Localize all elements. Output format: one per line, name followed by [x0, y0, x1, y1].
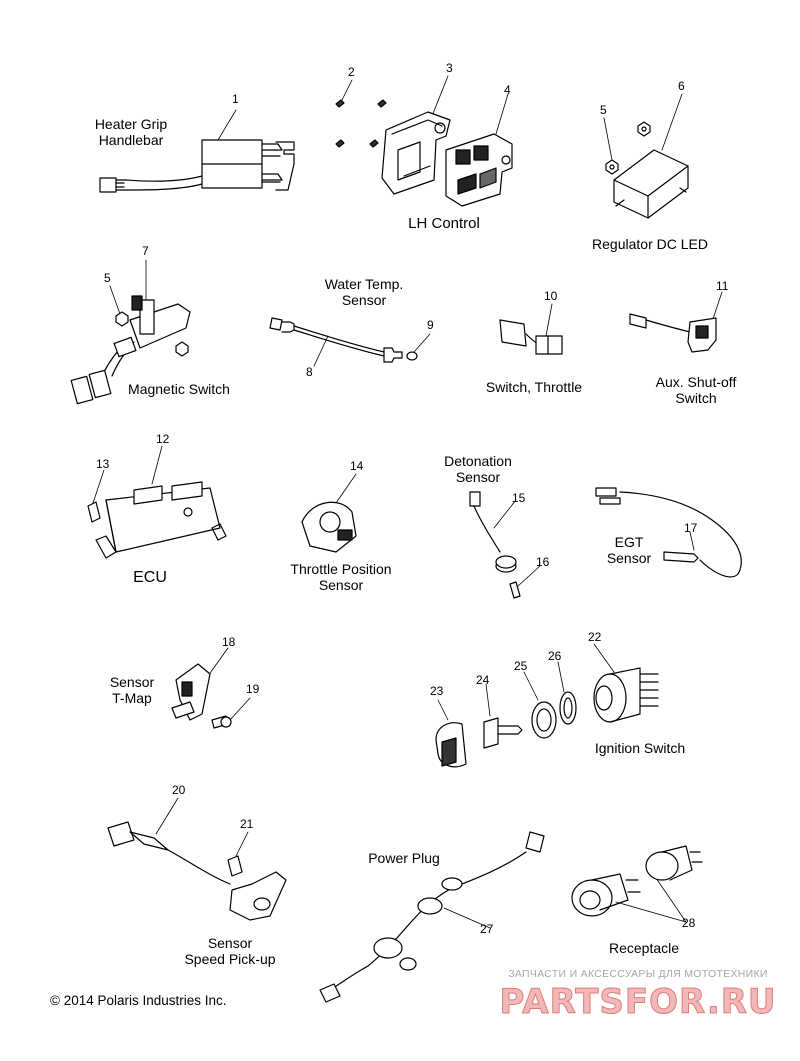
- label-aux-shutoff: Aux. Shut-off Switch: [655, 374, 737, 406]
- power-plug-harness: [319, 831, 545, 1003]
- receptacle-assembly: [571, 845, 703, 923]
- label-receptacle: Receptacle: [608, 940, 680, 956]
- ref-number: 11: [716, 279, 729, 293]
- ref-number: 12: [156, 432, 170, 446]
- label-tmap: Sensor T-Map: [109, 674, 155, 706]
- label-tps: Throttle Position Sensor: [290, 561, 392, 593]
- ref-number: 5: [600, 103, 607, 117]
- ref-number: 19: [246, 682, 260, 696]
- ref-number: 26: [548, 649, 562, 663]
- ref-number: 3: [446, 61, 453, 75]
- ref-number: 18: [222, 635, 236, 649]
- ref-number: 27: [480, 922, 494, 936]
- label-speed-pickup: Sensor Speed Pick-up: [184, 935, 276, 967]
- egt-sensor: [595, 487, 742, 578]
- label-water-temp: Water Temp. Sensor: [324, 276, 404, 308]
- ref-number: 4: [504, 83, 511, 97]
- water-temp-sensor: [269, 317, 431, 367]
- ref-number: 20: [172, 783, 186, 797]
- magnetic-switch-assembly: [70, 259, 191, 405]
- ref-number: 5: [104, 271, 111, 285]
- throttle-position-sensor: [301, 473, 357, 553]
- ref-number: 23: [430, 684, 444, 698]
- lh-control-assembly: [335, 75, 513, 207]
- tmap-sensor: [171, 647, 251, 729]
- ref-number: 1: [232, 92, 239, 106]
- ref-number: 22: [588, 630, 602, 644]
- ref-number: 17: [684, 521, 698, 535]
- label-ignition: Ignition Switch: [594, 740, 686, 756]
- heater-grip-harness: [99, 109, 295, 193]
- label-egt: EGT Sensor: [606, 534, 652, 566]
- ref-number: 16: [536, 555, 550, 569]
- label-regulator: Regulator DC LED: [592, 236, 708, 252]
- ref-number: 14: [350, 459, 364, 473]
- label-magnetic-switch: Magnetic Switch: [128, 381, 230, 397]
- label-detonation: Detonation Sensor: [444, 453, 512, 485]
- ref-number: 7: [142, 244, 149, 258]
- label-throttle-switch: Switch, Throttle: [485, 379, 583, 395]
- ecu-module: [87, 445, 227, 559]
- ref-number: 21: [240, 817, 254, 831]
- throttle-switch: [499, 303, 563, 355]
- ref-number: 15: [512, 491, 526, 505]
- detonation-sensor: [469, 491, 541, 599]
- ref-number: 13: [96, 457, 110, 471]
- regulator-dc-led: [603, 93, 689, 219]
- aux-shutoff-switch: [629, 291, 723, 353]
- ref-number: 9: [427, 318, 434, 332]
- ref-number: 28: [682, 916, 696, 930]
- label-ecu: ECU: [133, 569, 167, 586]
- ref-number: 8: [306, 365, 313, 379]
- ref-number: 24: [476, 673, 490, 687]
- ref-number: 6: [678, 79, 685, 93]
- ref-number: 25: [514, 659, 528, 673]
- ignition-switch-assembly: [435, 643, 659, 768]
- watermark-logo: PARTSFOR.RU: [499, 982, 777, 1023]
- ref-number: 2: [348, 65, 355, 79]
- ref-number: 10: [544, 289, 558, 303]
- watermark-tagline: ЗАПЧАСТИ И АКСЕССУАРЫ ДЛЯ МОТОТЕХНИКИ: [508, 968, 768, 980]
- label-power-plug: Power Plug: [368, 850, 440, 866]
- speed-pickup-sensor: [107, 797, 287, 921]
- label-lh-control: LH Control: [408, 215, 480, 232]
- label-heater-grip: Heater Grip Handlebar: [94, 116, 168, 148]
- copyright-notice: © 2014 Polaris Industries Inc.: [50, 993, 227, 1008]
- watermark: ЗАПЧАСТИ И АКСЕССУАРЫ ДЛЯ МОТОТЕХНИКИ PA…: [488, 968, 788, 1036]
